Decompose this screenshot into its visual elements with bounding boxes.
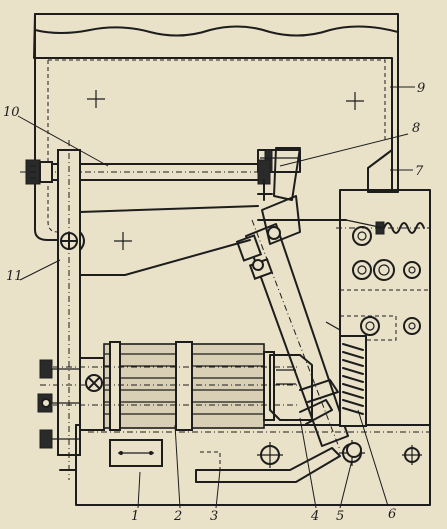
callout-11: 11 <box>6 269 23 284</box>
return-spring <box>325 321 367 458</box>
coil-assembly <box>37 341 300 449</box>
callout-1: 1 <box>131 509 139 524</box>
callout-8: 8 <box>412 121 420 136</box>
frame-post <box>57 140 85 480</box>
connecting-rod <box>20 159 300 201</box>
callout-labels: 1 2 3 4 5 6 7 8 9 10 11 <box>3 81 425 524</box>
callout-3: 3 <box>210 509 218 524</box>
armature-plate <box>195 447 341 483</box>
leader-lines <box>17 86 415 509</box>
callout-4: 4 <box>310 509 319 524</box>
arc-chute-cover <box>33 13 399 250</box>
callout-7: 7 <box>415 164 424 179</box>
callout-10: 10 <box>3 105 20 120</box>
callout-2: 2 <box>173 509 182 524</box>
callout-6: 6 <box>388 507 396 522</box>
callout-9: 9 <box>417 81 425 96</box>
callout-5: 5 <box>336 509 344 524</box>
upper-link <box>79 195 347 276</box>
base-plate <box>59 424 431 506</box>
armature-bracket <box>269 354 339 425</box>
